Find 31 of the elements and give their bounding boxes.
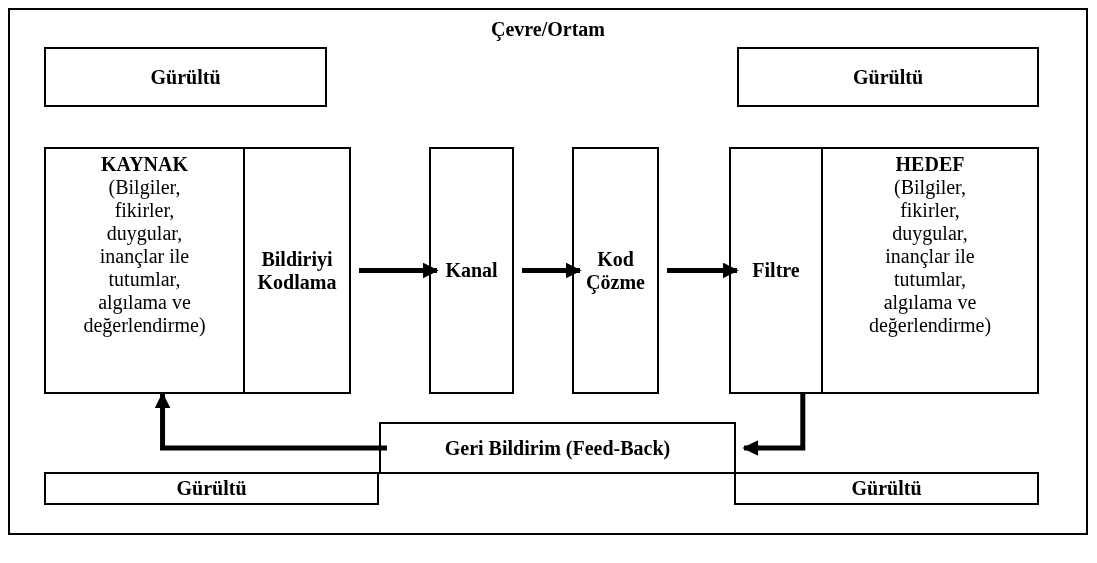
frame-title: Çevre/Ortam	[490, 18, 606, 41]
process-box	[572, 147, 659, 394]
box-label: Kanal	[445, 259, 498, 282]
arrow	[522, 262, 582, 279]
arrow	[742, 394, 806, 456]
box-label: Gürültü	[150, 65, 221, 89]
box-label: Gürültü	[176, 477, 247, 500]
process-box	[243, 147, 351, 394]
feedback-box	[379, 422, 736, 474]
environment-frame	[8, 8, 1088, 535]
box-label: Kod Çözme	[585, 247, 646, 294]
source-box	[44, 147, 245, 394]
arrow	[667, 262, 739, 279]
noise-box	[734, 472, 1039, 505]
noise-box	[44, 47, 327, 107]
noise-box	[737, 47, 1039, 107]
box-label: Gürültü	[851, 477, 922, 500]
noise-box	[44, 472, 379, 505]
arrow	[359, 262, 439, 279]
box-description: (Bilgiler, fikirler, duygular, inançlar ile tutumlar, algılama ve değerlendirme)	[82, 176, 207, 337]
box-heading: KAYNAK	[100, 153, 189, 176]
target-box	[821, 147, 1039, 394]
box-label: Geri Bildirim (Feed-Back)	[444, 436, 671, 460]
box-description: (Bilgiler, fikirler, duygular, inançlar ile tutumlar, algılama ve değerlendirme)	[867, 176, 993, 337]
process-box	[429, 147, 514, 394]
box-heading: HEDEF	[895, 153, 965, 176]
arrow	[154, 392, 387, 451]
process-box	[729, 147, 823, 394]
box-label: Bildiriyi Kodlama	[256, 247, 338, 294]
box-label: Gürültü	[853, 65, 923, 89]
box-label: Filtre	[752, 259, 800, 282]
